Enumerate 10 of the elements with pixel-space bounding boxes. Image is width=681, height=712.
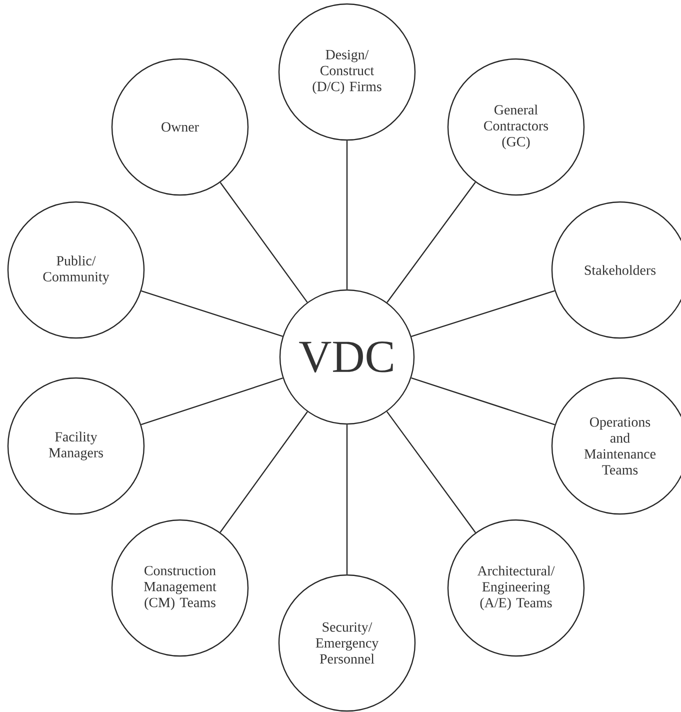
connector-line	[411, 290, 555, 338]
connector-line	[220, 411, 308, 533]
connector-line	[220, 182, 308, 303]
connector-line	[386, 182, 476, 303]
connector-line	[141, 290, 283, 337]
connector-line	[140, 378, 283, 426]
connector-line	[411, 377, 555, 426]
connector-line	[346, 424, 348, 574]
connector-line	[346, 140, 348, 290]
connector-line	[386, 411, 476, 533]
